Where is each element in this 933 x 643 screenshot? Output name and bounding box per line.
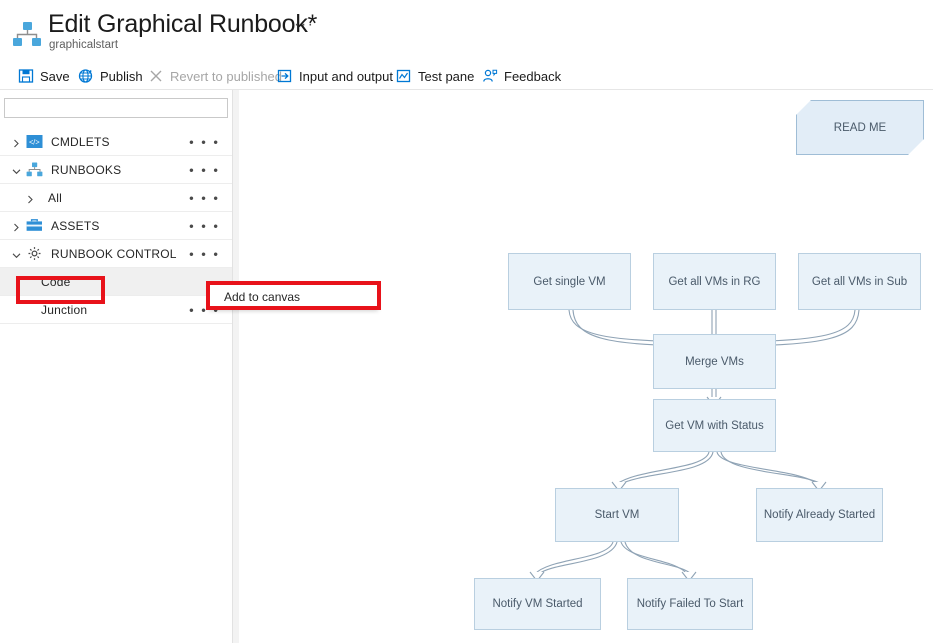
tree-item-more-icon[interactable]: • • • (189, 134, 220, 149)
test-pane-label: Test pane (418, 68, 475, 84)
library-tree: </> CMDLETS • • • (0, 128, 232, 324)
chevron-right-icon[interactable] (12, 137, 21, 148)
publish-label: Publish (100, 68, 143, 84)
tree-item-label: All (48, 190, 62, 205)
tree-item-label: RUNBOOKS (51, 162, 122, 177)
chevron-right-icon[interactable] (12, 221, 21, 232)
canvas-node[interactable]: Get single VM (508, 253, 631, 310)
node-label: Notify Failed To Start (636, 598, 744, 610)
test-pane-icon (396, 68, 412, 84)
tree-item-label: ASSETS (51, 218, 100, 233)
page-header: Edit Graphical Runbook* ··· graphicalsta… (0, 0, 933, 62)
connector-layer (529, 309, 860, 582)
save-button[interactable]: Save (18, 62, 70, 90)
tree-item-all[interactable]: All • • • (0, 184, 232, 212)
chevron-right-icon[interactable] (26, 193, 35, 204)
search-field-wrapper (4, 98, 228, 118)
revert-label: Revert to published (170, 68, 283, 84)
feedback-label: Feedback (504, 68, 562, 84)
runbooks-icon (26, 162, 43, 177)
test-pane-button[interactable]: Test pane (396, 62, 474, 90)
tree-item-label: RUNBOOK CONTROL (51, 246, 177, 261)
menu-item-label: Add to canvas (224, 289, 301, 304)
tree-item-assets[interactable]: ASSETS • • • (0, 212, 232, 240)
tree-item-more-icon[interactable]: • • • (189, 218, 220, 233)
tree-item-label: Code (41, 274, 71, 289)
canvas-note-readme[interactable]: READ ME (796, 100, 924, 155)
publish-globe-icon (78, 68, 94, 84)
tree-item-more-icon[interactable]: • • • (189, 246, 220, 261)
toolbar-separator (0, 89, 933, 90)
node-label: Get all VMs in RG (668, 275, 761, 288)
command-toolbar: Save Publish Revert to published (0, 62, 933, 90)
canvas-node[interactable]: Get VM with Status (653, 399, 776, 452)
library-sidebar: </> CMDLETS • • • (0, 90, 232, 643)
node-label: Get single VM (533, 275, 606, 288)
node-label: Get all VMs in Sub (811, 275, 908, 288)
tree-item-runbooks[interactable]: RUNBOOKS • • • (0, 156, 232, 184)
tree-item-label: Junction (41, 302, 88, 317)
tree-item-label: CMDLETS (51, 134, 110, 149)
feedback-person-icon (482, 68, 498, 84)
chevron-down-icon[interactable] (12, 249, 21, 259)
canvas-node[interactable]: Notify Failed To Start (627, 578, 753, 630)
save-icon (18, 68, 34, 84)
canvas-node[interactable]: Notify VM Started (474, 578, 601, 630)
save-label: Save (40, 68, 70, 84)
revert-to-published-button[interactable]: Revert to published (148, 62, 282, 90)
input-and-output-button[interactable]: Input and output (277, 62, 393, 90)
node-label: Merge VMs (685, 355, 744, 368)
note-label: READ ME (833, 121, 887, 134)
runbook-hierarchy-icon (12, 22, 42, 48)
tree-item-junction[interactable]: Junction • • • (0, 296, 232, 324)
page-title: Edit Graphical Runbook* (48, 10, 318, 38)
assets-briefcase-icon (26, 218, 43, 233)
tree-item-code[interactable]: Code (0, 268, 232, 296)
canvas-node[interactable]: Get all VMs in RG (653, 253, 776, 310)
title-more-icon[interactable]: ··· (294, 16, 315, 33)
context-menu[interactable]: Add to canvas (209, 283, 378, 310)
canvas-node[interactable]: Start VM (555, 488, 679, 542)
tree-item-runbook-control[interactable]: RUNBOOK CONTROL • • • (0, 240, 232, 268)
node-label: Notify Already Started (763, 509, 876, 521)
input-output-label: Input and output (299, 68, 393, 84)
canvas-node[interactable]: Merge VMs (653, 334, 776, 389)
gear-icon (26, 246, 43, 261)
tree-item-more-icon[interactable]: • • • (189, 190, 220, 205)
chevron-down-icon[interactable] (12, 165, 21, 175)
tree-item-cmdlets[interactable]: </> CMDLETS • • • (0, 128, 232, 156)
input-output-icon (277, 68, 293, 84)
runbook-canvas[interactable]: READ ME Get single VM Get all VMs in RG … (239, 90, 933, 643)
search-input[interactable] (4, 98, 228, 118)
publish-button[interactable]: Publish (78, 62, 143, 90)
node-label: Notify VM Started (492, 598, 583, 610)
svg-text:</>: </> (29, 137, 40, 146)
feedback-button[interactable]: Feedback (482, 62, 561, 90)
canvas-node[interactable]: Notify Already Started (756, 488, 883, 542)
revert-x-icon (148, 68, 164, 84)
cmdlets-code-icon: </> (26, 134, 43, 149)
node-label: Get VM with Status (665, 419, 764, 432)
runbook-name-subtitle: graphicalstart (49, 39, 119, 51)
node-label: Start VM (594, 509, 640, 521)
tree-item-more-icon[interactable]: • • • (189, 162, 220, 177)
menu-item-add-to-canvas[interactable]: Add to canvas (210, 284, 377, 309)
canvas-node[interactable]: Get all VMs in Sub (798, 253, 921, 310)
